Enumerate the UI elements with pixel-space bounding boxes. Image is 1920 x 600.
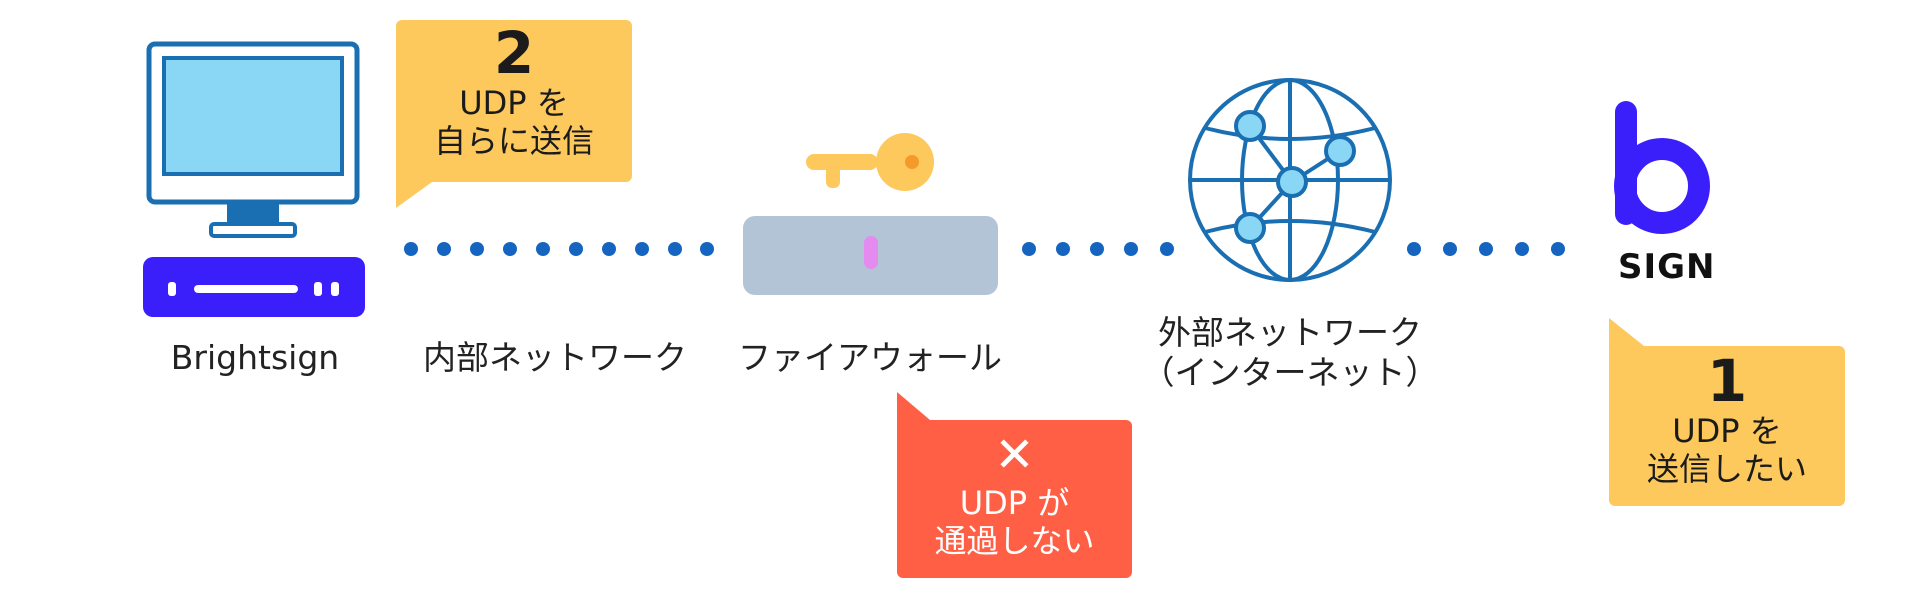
- blocked-x-icon: ✕: [994, 427, 1035, 483]
- globe-icon: [1188, 78, 1392, 282]
- internal-network-dotted-line: [404, 242, 714, 256]
- external-network-label-line2: （インターネット）: [1141, 353, 1439, 392]
- callout-blocked-line1: UDP が: [959, 484, 1070, 522]
- callout-step2-bubble: [396, 20, 632, 208]
- callout-step1-line2: 送信したい: [1646, 450, 1807, 488]
- callout-step1-number: 1: [1706, 347, 1748, 415]
- computer-icon: [146, 41, 360, 238]
- media-player-icon: [143, 257, 365, 317]
- callout-step1: 1 UDP を 送信したい: [1609, 350, 1845, 488]
- firewall-label: ファイアウォール: [738, 338, 1002, 377]
- internet-to-bsign-dotted-line: [1407, 242, 1565, 256]
- callout-blocked-bubble: [897, 392, 1132, 578]
- firewall-to-internet-dotted-line: [1022, 242, 1174, 256]
- firewall-icon: [743, 216, 998, 295]
- bsign-logo-icon: [1614, 101, 1710, 234]
- internal-network-label: 内部ネットワーク: [423, 338, 687, 377]
- bsign-logo-text: SIGN: [1618, 247, 1716, 287]
- callout-step2-line1: UDP を: [459, 84, 569, 122]
- key-icon: [806, 133, 934, 191]
- callout-step2-line2: 自らに送信: [433, 122, 594, 160]
- callout-blocked: ✕ UDP が 通過しない: [897, 426, 1132, 560]
- callout-step2-number: 2: [493, 19, 535, 87]
- callout-blocked-line2: 通過しない: [934, 522, 1095, 560]
- callout-step1-bubble: [1609, 318, 1845, 506]
- external-network-label-line1: 外部ネットワーク: [1158, 313, 1422, 352]
- callout-step1-line1: UDP を: [1672, 412, 1782, 450]
- computer-label: Brightsign: [170, 338, 340, 377]
- external-network-label: 外部ネットワーク （インターネット）: [1140, 313, 1440, 393]
- callout-step2: 2 UDP を 自らに送信: [396, 22, 632, 160]
